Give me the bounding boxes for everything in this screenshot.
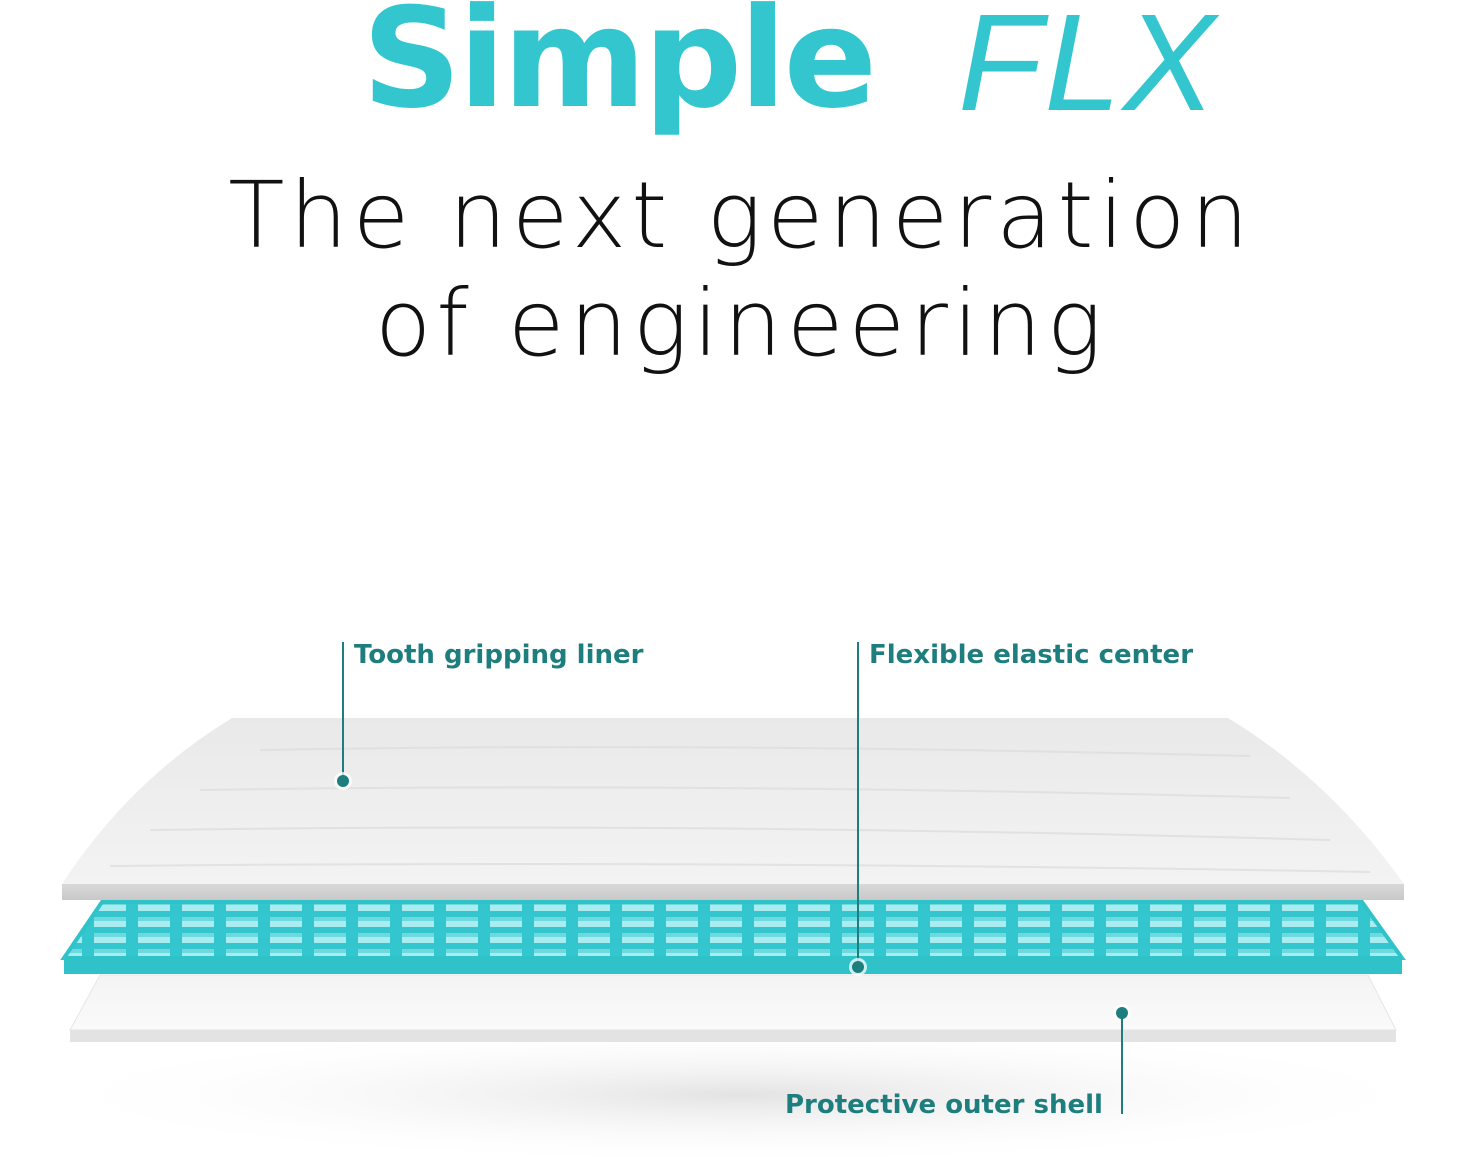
shell-label: Protective outer shell — [785, 1090, 1103, 1120]
drop-shadow — [20, 1025, 1460, 1165]
tagline: The next generation of engineering — [0, 162, 1482, 378]
center-label: Flexible elastic center — [869, 640, 1194, 670]
tagline-line-2: of engineering — [374, 270, 1107, 377]
protective-outer-shell-layer — [69, 974, 1397, 1042]
liner-leader-line — [342, 642, 344, 778]
liner-marker-dot — [337, 775, 349, 787]
brand-name-bold: Simple — [362, 0, 877, 139]
flexible-elastic-center-layer — [60, 900, 1406, 974]
tooth-gripping-liner-layer — [62, 718, 1404, 900]
liner-label: Tooth gripping liner — [354, 640, 644, 670]
brand-name-light: FLX — [958, 0, 1218, 140]
center-marker-dot — [852, 961, 864, 973]
shell-marker-dot — [1116, 1007, 1128, 1019]
center-leader-line — [857, 642, 859, 964]
tagline-line-1: The next generation — [228, 162, 1254, 269]
layer-diagram — [20, 718, 1460, 1165]
shell-leader-line — [1121, 1016, 1123, 1114]
